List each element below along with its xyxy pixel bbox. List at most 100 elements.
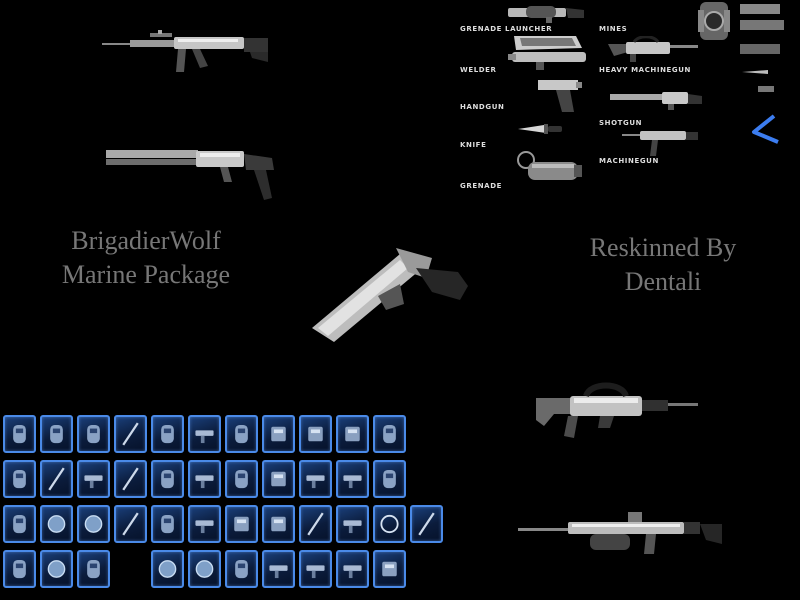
sphere-icon (195, 560, 214, 578)
sword-icon (418, 512, 435, 536)
inventory-slot[interactable] (3, 505, 36, 543)
inventory-slot[interactable] (225, 505, 258, 543)
inventory-slot[interactable] (299, 550, 332, 588)
assault-rifle-render (100, 28, 272, 76)
pistol-icon (306, 565, 325, 579)
tool-icon (307, 512, 324, 536)
crate-icon (271, 516, 286, 532)
rifle-icon (343, 475, 362, 489)
grenade-launcher-rifle-icon (518, 512, 722, 554)
inventory-slot[interactable] (410, 505, 443, 543)
inventory-slot[interactable] (262, 505, 295, 543)
jetpack-icon (13, 559, 26, 579)
rifle-icon (306, 475, 325, 489)
heavy-machinegun-render (530, 380, 702, 442)
inventory-slot[interactable] (40, 550, 73, 588)
pistol-render (308, 242, 476, 346)
inventory-slot[interactable] (151, 415, 184, 453)
inventory-slot[interactable] (114, 505, 147, 543)
machine-icon (271, 471, 286, 487)
inventory-grid (0, 413, 443, 600)
credits-title-line1: Reskinned By (589, 233, 737, 262)
welder-thumb-icon (508, 36, 586, 70)
device-icon (308, 426, 323, 442)
shield-icon (234, 516, 249, 532)
inventory-slot[interactable] (40, 460, 73, 498)
inventory-slot[interactable] (299, 415, 332, 453)
knife-thumb-icon (518, 124, 562, 134)
inventory-slot[interactable] (299, 505, 332, 543)
inventory-slot[interactable] (336, 415, 369, 453)
inventory-slot[interactable] (262, 460, 295, 498)
inventory-slot[interactable] (114, 415, 147, 453)
inventory-slot[interactable] (262, 415, 295, 453)
ring-icon (380, 514, 399, 534)
inventory-slot[interactable] (77, 505, 110, 543)
helmet-icon (13, 514, 26, 534)
rifle-icon (84, 475, 103, 489)
grenade-launcher-thumb-icon (508, 6, 584, 23)
inventory-slot[interactable] (225, 550, 258, 588)
inventory-slot[interactable] (188, 550, 221, 588)
helmet-icon (383, 469, 396, 489)
inventory-slot[interactable] (77, 550, 110, 588)
inventory-slot[interactable] (336, 505, 369, 543)
inventory-slot[interactable] (3, 550, 36, 588)
inventory-slot[interactable] (151, 460, 184, 498)
legend-label-knife: KNIFE (460, 141, 487, 149)
chest-armor-icon (50, 424, 63, 444)
side-items-thumb-icon (740, 4, 784, 92)
shotgun-thumb-icon (610, 92, 702, 110)
legend-label-welder: WELDER (460, 66, 497, 74)
inventory-slot[interactable] (77, 460, 110, 498)
inventory-slot[interactable] (151, 505, 184, 543)
tactical-arrow-icon (752, 114, 779, 144)
inventory-slot[interactable] (3, 460, 36, 498)
inventory-slot[interactable] (40, 415, 73, 453)
inventory-slot[interactable] (262, 550, 295, 588)
inventory-slot[interactable] (225, 460, 258, 498)
backpack-icon (345, 426, 360, 442)
inventory-slot[interactable] (77, 415, 110, 453)
shotgun-render (104, 148, 276, 204)
blade-icon (122, 422, 139, 446)
inventory-slot[interactable] (188, 505, 221, 543)
cannon-icon (195, 475, 214, 489)
inventory-slot[interactable] (188, 415, 221, 453)
inventory-slot[interactable] (299, 460, 332, 498)
inventory-slot[interactable] (3, 415, 36, 453)
inventory-slot[interactable] (373, 415, 406, 453)
credits-title-line2: Dentali (624, 267, 702, 296)
machine-icon (382, 561, 397, 577)
armor-suit-icon (235, 424, 248, 444)
heavy-machinegun-icon (536, 382, 698, 438)
baton-icon (122, 512, 139, 536)
disc-icon (158, 560, 177, 578)
inventory-slot[interactable] (40, 505, 73, 543)
inventory-slot[interactable] (336, 550, 369, 588)
inventory-slot[interactable] (373, 550, 406, 588)
assault-rifle-icon (102, 30, 268, 72)
chest-armor-icon (87, 424, 100, 444)
mech-suit-icon (383, 424, 396, 444)
inventory-slot[interactable] (373, 505, 406, 543)
package-title: BrigadierWolf Marine Package (30, 224, 262, 292)
package-title-line2: Marine Package (61, 260, 231, 289)
turret-icon (269, 565, 288, 579)
spike-icon (122, 467, 139, 491)
inventory-slot[interactable] (225, 415, 258, 453)
inventory-slot[interactable] (373, 460, 406, 498)
inventory-slot[interactable] (336, 460, 369, 498)
armor-suit-icon (161, 514, 174, 534)
launcher-icon (343, 520, 362, 534)
armor-suit-icon (235, 559, 248, 579)
inventory-slot[interactable] (188, 460, 221, 498)
gear-module-icon (271, 426, 286, 442)
launcher-icon (343, 565, 362, 579)
handgun-thumb-icon (538, 80, 582, 112)
inventory-slot[interactable] (114, 460, 147, 498)
legend-label-grenade-launcher: GRENADE LAUNCHER (460, 25, 553, 33)
inventory-slot[interactable] (151, 550, 184, 588)
turret-icon (195, 520, 214, 534)
power-armor-icon (13, 469, 26, 489)
